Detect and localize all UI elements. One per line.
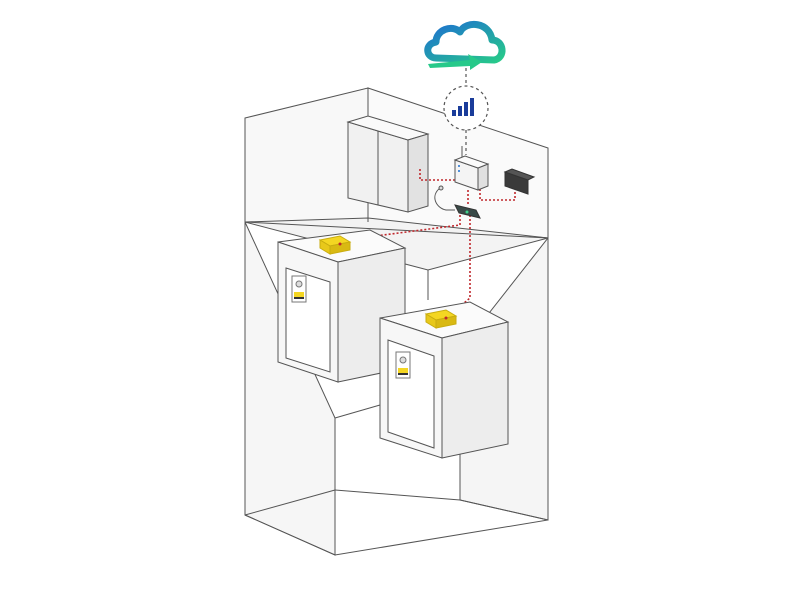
handset-cord [434, 187, 455, 211]
right-car-sensor-side [435, 315, 457, 329]
controller-box-icon [503, 168, 536, 195]
gateway-router-icon [453, 146, 490, 191]
router-top [453, 155, 490, 169]
right-panel-label [398, 368, 408, 373]
control-cabinet [346, 115, 430, 213]
signal-bar-3 [464, 102, 468, 116]
left-panel-button [295, 280, 303, 288]
cloud-shape [424, 21, 506, 64]
shaft-front-face [244, 221, 549, 556]
wire-module-to-left-car [344, 215, 461, 241]
router-led-2 [458, 170, 460, 172]
left-car-sensor-led [338, 242, 342, 246]
right-car-sensor-led [444, 316, 448, 320]
left-car-sensor-side [329, 241, 351, 255]
handset-icon [434, 185, 455, 211]
io-module-icon [454, 204, 481, 219]
module-led [465, 210, 469, 214]
signal-bar-4 [470, 98, 474, 116]
pit-line-3 [244, 489, 336, 516]
left-panel-label [294, 292, 304, 297]
handset-piece [438, 185, 444, 191]
right-panel-bar [398, 373, 408, 375]
router-led-1 [458, 165, 460, 167]
pit-line-5 [459, 499, 549, 521]
cabinet-side [407, 133, 429, 213]
right-panel-button [399, 356, 407, 364]
left-panel-bar [294, 297, 304, 299]
cellular-signal-icon [452, 98, 474, 116]
signal-bar-2 [458, 106, 462, 116]
right-elevator-car [379, 301, 510, 459]
cloud-arrow [428, 54, 482, 70]
signal-bar-1 [452, 110, 456, 116]
controller-top [503, 168, 536, 181]
pit-line-4 [334, 489, 461, 501]
pit-line-2 [334, 404, 381, 419]
cloud-sync-icon [424, 21, 506, 70]
wire-router-to-panel [479, 185, 516, 201]
right-car-door [387, 339, 435, 449]
right-car-side [441, 321, 509, 459]
